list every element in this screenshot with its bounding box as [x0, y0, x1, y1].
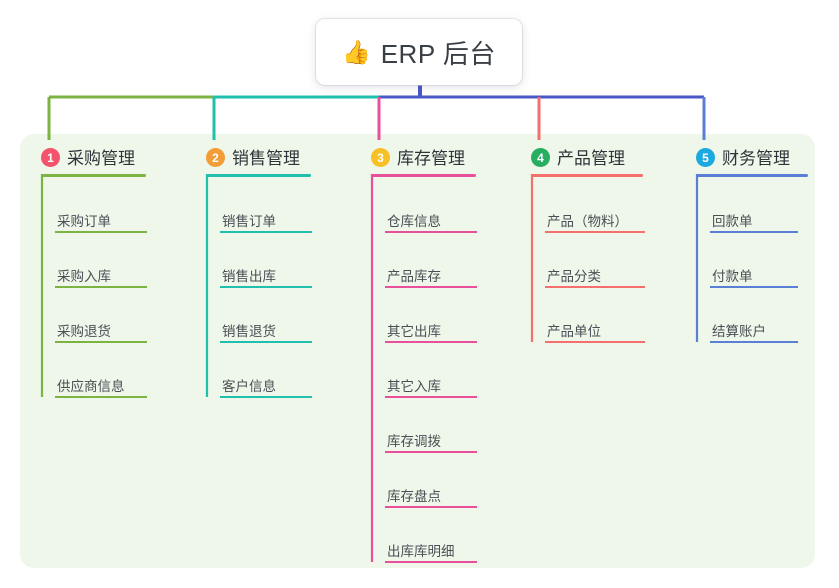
column-title: 采购管理: [67, 149, 135, 168]
column-title: 产品管理: [557, 149, 625, 168]
leaf-item[interactable]: 产品（物料）: [547, 214, 628, 229]
column-badge-3: 3: [371, 148, 390, 167]
leaf-underline: [55, 341, 147, 343]
column-underline: [206, 174, 311, 177]
root-title: ERP 后台: [380, 38, 496, 69]
leaf-underline: [385, 506, 477, 508]
leaf-item[interactable]: 结算账户: [712, 324, 766, 339]
column-title: 财务管理: [722, 149, 790, 168]
leaf-item[interactable]: 采购入库: [57, 269, 111, 284]
column-badge-4: 4: [531, 148, 550, 167]
leaf-item[interactable]: 销售退货: [222, 324, 276, 339]
column-badge-1: 1: [41, 148, 60, 167]
leaf-underline: [385, 231, 477, 233]
column-underline: [41, 174, 146, 177]
leaf-underline: [710, 231, 798, 233]
leaf-item[interactable]: 产品分类: [547, 269, 601, 284]
column-badge-2: 2: [206, 148, 225, 167]
column-underline: [696, 174, 808, 177]
leaf-item[interactable]: 付款单: [712, 269, 753, 284]
leaf-item[interactable]: 采购退货: [57, 324, 111, 339]
leaf-underline: [545, 231, 645, 233]
column-title: 库存管理: [397, 149, 465, 168]
leaf-item[interactable]: 仓库信息: [387, 214, 441, 229]
leaf-item[interactable]: 出库库明细: [387, 544, 455, 559]
diagram-panel: [20, 134, 815, 568]
leaf-item[interactable]: 销售订单: [222, 214, 276, 229]
leaf-underline: [55, 286, 147, 288]
thumbs-up-icon: 👍: [342, 38, 371, 65]
leaf-item[interactable]: 其它入库: [387, 379, 441, 394]
leaf-underline: [55, 396, 147, 398]
leaf-underline: [710, 341, 798, 343]
leaf-item[interactable]: 库存盘点: [387, 489, 441, 504]
leaf-underline: [710, 286, 798, 288]
leaf-underline: [220, 396, 312, 398]
leaf-item[interactable]: 产品单位: [547, 324, 601, 339]
leaf-underline: [220, 341, 312, 343]
leaf-item[interactable]: 供应商信息: [57, 379, 125, 394]
leaf-item[interactable]: 库存调拨: [387, 434, 441, 449]
leaf-underline: [545, 286, 645, 288]
leaf-item[interactable]: 回款单: [712, 214, 753, 229]
column-badge-5: 5: [696, 148, 715, 167]
leaf-underline: [385, 451, 477, 453]
leaf-underline: [220, 231, 312, 233]
column-underline: [371, 174, 476, 177]
leaf-underline: [385, 396, 477, 398]
column-title: 销售管理: [232, 149, 300, 168]
leaf-underline: [545, 341, 645, 343]
leaf-item[interactable]: 采购订单: [57, 214, 111, 229]
leaf-item[interactable]: 产品库存: [387, 269, 441, 284]
leaf-underline: [55, 231, 147, 233]
leaf-item[interactable]: 销售出库: [222, 269, 276, 284]
leaf-item[interactable]: 其它出库: [387, 324, 441, 339]
column-underline: [531, 174, 643, 177]
leaf-item[interactable]: 客户信息: [222, 379, 276, 394]
root-node[interactable]: 👍 ERP 后台: [316, 19, 522, 85]
leaf-underline: [220, 286, 312, 288]
leaf-underline: [385, 341, 477, 343]
leaf-underline: [385, 286, 477, 288]
leaf-underline: [385, 561, 477, 563]
